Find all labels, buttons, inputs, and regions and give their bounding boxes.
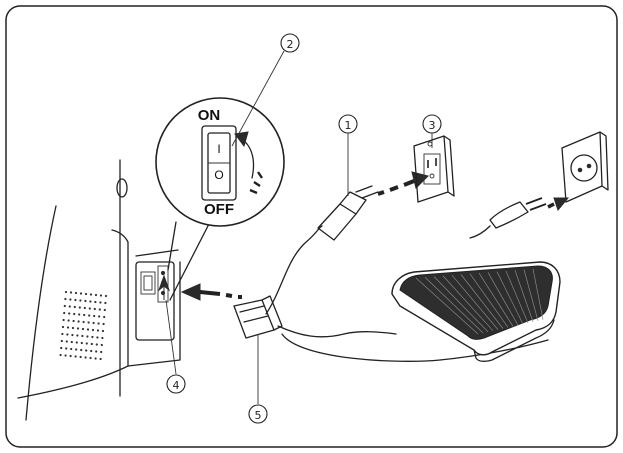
diagram-frame: [5, 5, 618, 448]
speaker-grille: [59, 290, 108, 361]
insert-arrow-machine: [180, 283, 242, 301]
switch-off-label: OFF: [204, 201, 234, 218]
switch-off-mark: O: [214, 168, 223, 182]
machine-socket-panel: [135, 261, 175, 341]
callout-4: 4: [166, 374, 186, 394]
switch-on-label: ON: [198, 107, 221, 124]
callout-5: 5: [248, 404, 268, 424]
machine-plug: [233, 295, 345, 339]
indicator-lamp: [116, 178, 128, 198]
svg-text:1: 1: [345, 119, 352, 132]
pedal-ribs: [415, 268, 544, 335]
wall-outlet-us: [413, 135, 455, 203]
power-switch-magnified: I O ON OFF: [155, 97, 285, 227]
callout-3: 3: [422, 114, 442, 134]
svg-text:3: 3: [429, 119, 436, 132]
svg-text:4: 4: [173, 379, 180, 392]
eu-plug: [469, 197, 570, 239]
svg-text:5: 5: [255, 409, 262, 422]
wall-plug: [317, 185, 379, 241]
svg-text:2: 2: [287, 38, 294, 51]
foot-controller: [391, 261, 561, 362]
switch-on-mark: I: [217, 142, 220, 156]
sewing-machine-body: [17, 159, 181, 421]
callout-2: 2: [280, 33, 300, 53]
wall-outlet-eu: [561, 131, 609, 203]
callout-1: 1: [338, 114, 358, 134]
